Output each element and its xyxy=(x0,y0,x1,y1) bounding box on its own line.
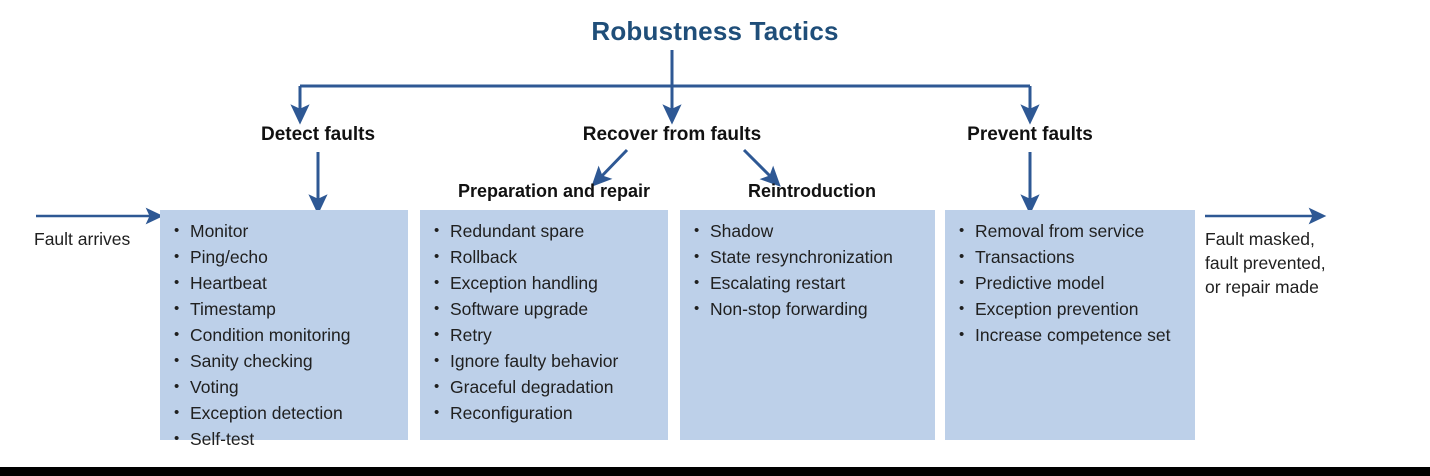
detect-faults-list: MonitorPing/echoHeartbeatTimestampCondit… xyxy=(172,218,398,452)
list-item: Exception detection xyxy=(174,400,398,426)
output-label: Fault masked, fault prevented, or repair… xyxy=(1205,229,1326,297)
list-item: Heartbeat xyxy=(174,270,398,296)
header-prevent-faults: Prevent faults xyxy=(967,124,1093,145)
list-item: Removal from service xyxy=(959,218,1185,244)
list-item: Software upgrade xyxy=(434,296,658,322)
bottom-bar xyxy=(0,467,1430,476)
header-preparation-and-repair: Preparation and repair xyxy=(457,181,651,201)
reintroduction-list: ShadowState resynchronizationEscalating … xyxy=(692,218,925,322)
list-item: State resynchronization xyxy=(694,244,925,270)
list-item: Timestamp xyxy=(174,296,398,322)
list-item: Ping/echo xyxy=(174,244,398,270)
list-item: Non-stop forwarding xyxy=(694,296,925,322)
page-title: Robustness Tactics xyxy=(591,16,839,46)
preparation-and-repair-box: Redundant spareRollbackException handlin… xyxy=(420,210,668,440)
list-item: Escalating restart xyxy=(694,270,925,296)
header-recover-from-faults: Recover from faults xyxy=(582,124,762,145)
list-item: Sanity checking xyxy=(174,348,398,374)
preparation-and-repair-list: Redundant spareRollbackException handlin… xyxy=(432,218,658,426)
list-item: Voting xyxy=(174,374,398,400)
list-item: Rollback xyxy=(434,244,658,270)
reintroduction-box: ShadowState resynchronizationEscalating … xyxy=(680,210,935,440)
list-item: Predictive model xyxy=(959,270,1185,296)
list-item: Exception handling xyxy=(434,270,658,296)
list-item: Condition monitoring xyxy=(174,322,398,348)
header-reintroduction: Reintroduction xyxy=(748,181,876,201)
list-item: Transactions xyxy=(959,244,1185,270)
list-item: Increase competence set xyxy=(959,322,1185,348)
list-item: Monitor xyxy=(174,218,398,244)
input-label: Fault arrives xyxy=(34,229,131,249)
list-item: Exception prevention xyxy=(959,296,1185,322)
header-detect-faults: Detect faults xyxy=(260,124,376,145)
list-item: Graceful degradation xyxy=(434,374,658,400)
list-item: Ignore faulty behavior xyxy=(434,348,658,374)
list-item: Self-test xyxy=(174,426,398,452)
list-item: Retry xyxy=(434,322,658,348)
prevent-faults-box: Removal from serviceTransactionsPredicti… xyxy=(945,210,1195,440)
list-item: Redundant spare xyxy=(434,218,658,244)
list-item: Shadow xyxy=(694,218,925,244)
list-item: Reconfiguration xyxy=(434,400,658,426)
prevent-faults-list: Removal from serviceTransactionsPredicti… xyxy=(957,218,1185,348)
detect-faults-box: MonitorPing/echoHeartbeatTimestampCondit… xyxy=(160,210,408,452)
